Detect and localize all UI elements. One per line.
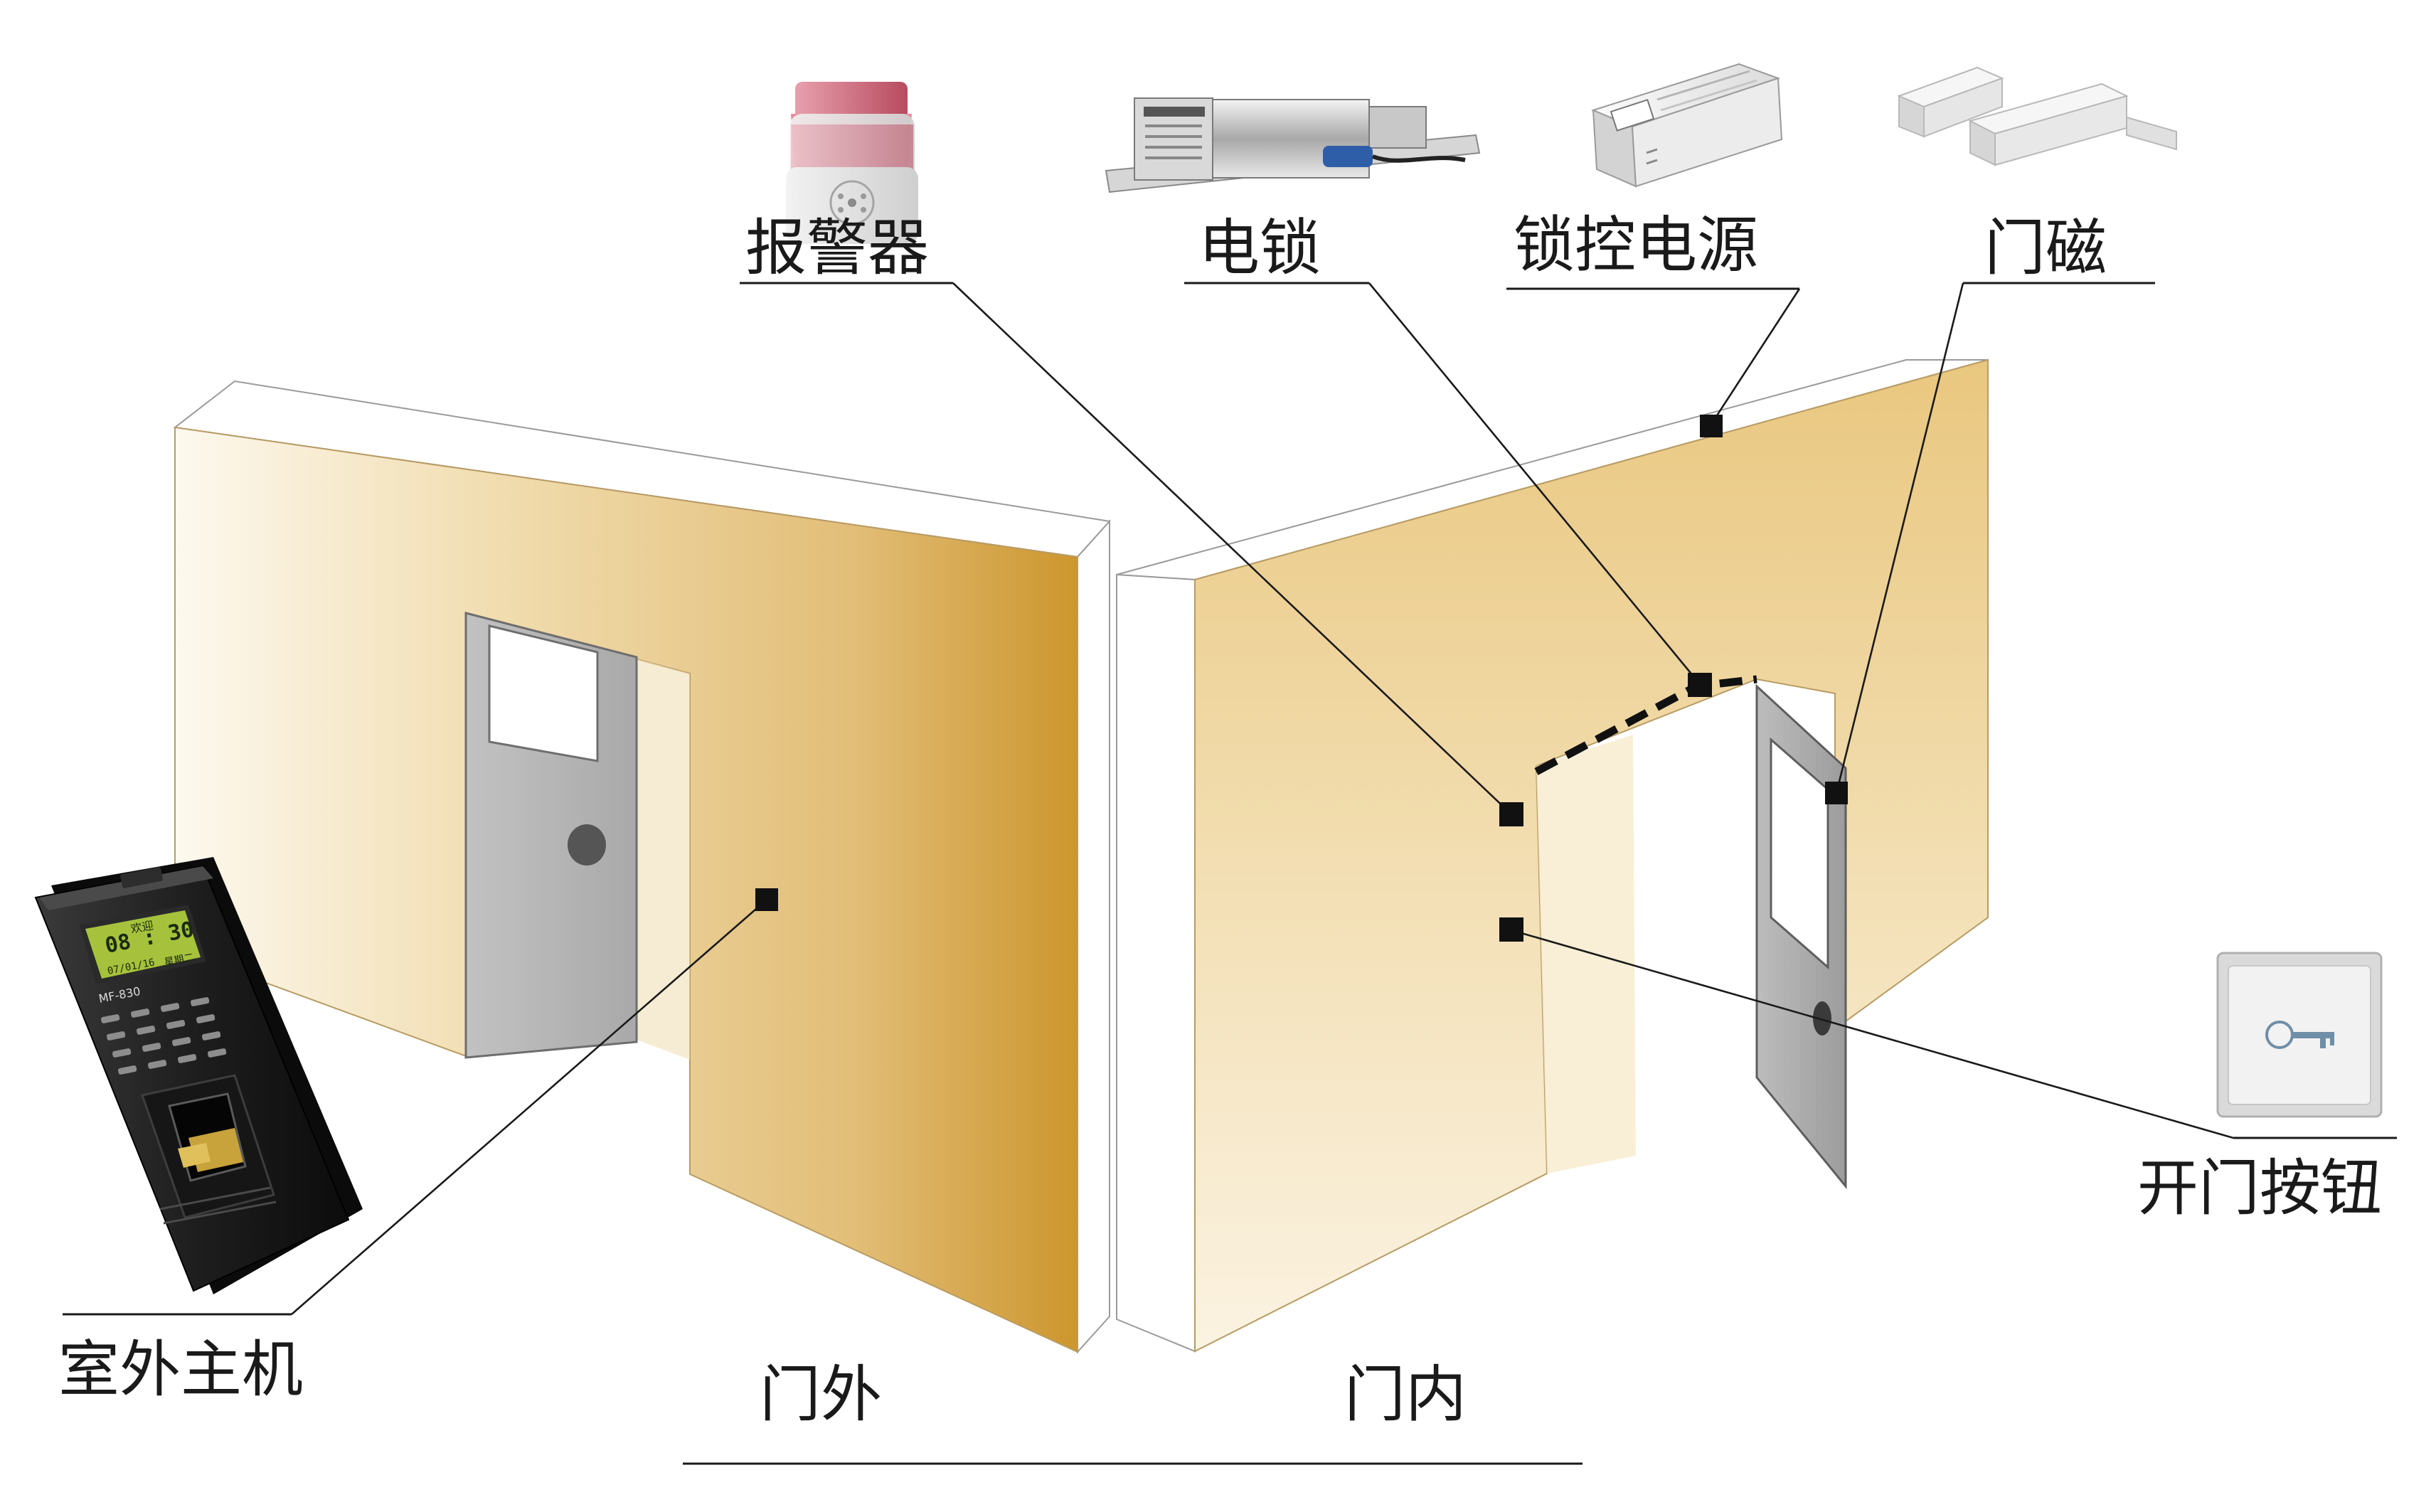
label-inside: 门内 <box>1344 1359 1467 1430</box>
label-alarm: 报警器 <box>745 213 929 284</box>
point-door-magnet <box>1825 782 1848 804</box>
point-electric-lock <box>1688 673 1712 697</box>
fingerprint-sensor-icon <box>141 1074 277 1225</box>
leader-lines <box>63 282 2397 1465</box>
point-exit-button <box>1499 917 1523 942</box>
inside-door-knob <box>1813 1001 1831 1035</box>
outside-door <box>464 612 638 1059</box>
door-magnet-sensor-icon <box>1897 66 2177 166</box>
label-exit-button: 开门按钮 <box>2137 1153 2382 1224</box>
lcd-weekday: 星期二 <box>164 952 195 969</box>
electric-bolt-lock-icon <box>1105 97 1481 193</box>
power-supply-box-icon <box>1591 63 1783 188</box>
label-electric-lock: 电锁 <box>1198 213 1321 284</box>
inside-door <box>1755 683 1847 1190</box>
point-alarm <box>1499 802 1523 826</box>
outside-wall <box>173 380 1111 1354</box>
door-knob <box>568 824 606 866</box>
alarm-siren-icon <box>786 82 918 244</box>
label-outdoor-unit: 室外主机 <box>58 1334 303 1405</box>
exit-button-panel-icon <box>2216 952 2383 1118</box>
label-door-magnet: 门磁 <box>1984 213 2107 284</box>
point-outdoor-unit <box>755 888 778 911</box>
label-outside: 门外 <box>760 1359 882 1430</box>
label-lock-power: 锁控电源 <box>1514 210 1758 281</box>
device-keypad <box>100 997 227 1075</box>
inside-wall <box>1116 358 1989 1353</box>
point-lock-power <box>1700 415 1723 437</box>
fingerprint-terminal-icon: 欢迎 08 : 30 07/01/16 星期二 MF-830 <box>34 857 363 1294</box>
device-lcd: 欢迎 08 : 30 07/01/16 星期二 <box>80 905 206 984</box>
connection-points <box>755 415 1848 942</box>
